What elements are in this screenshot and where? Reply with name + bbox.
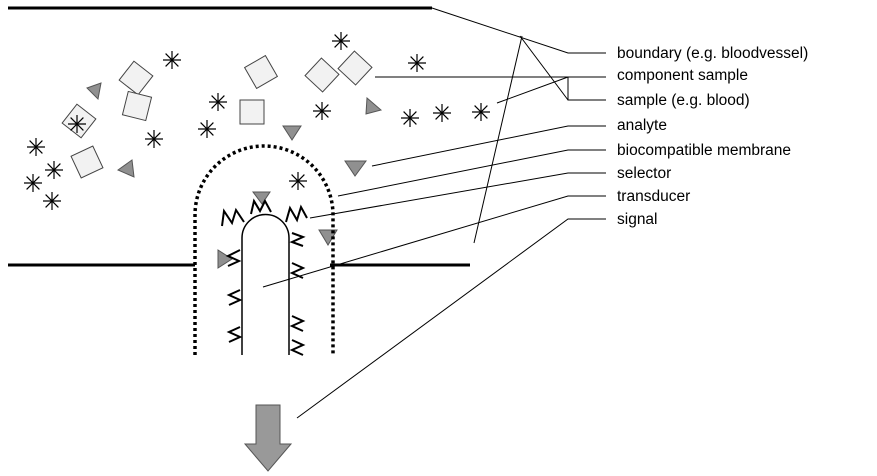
asterisk-mark <box>198 120 216 138</box>
selector-mark <box>226 326 243 343</box>
asterisk-mark <box>401 109 419 127</box>
leader-boundary-branch <box>473 35 523 244</box>
label-selector: selector <box>617 165 672 182</box>
asterisk-mark <box>163 51 181 69</box>
asterisk-mark <box>209 93 227 111</box>
analyte-triangle-bound <box>217 249 233 269</box>
asterisk-mark <box>145 130 163 148</box>
selector-mark <box>250 198 272 215</box>
selector-mark <box>289 339 306 356</box>
transducer-probe <box>241 213 290 355</box>
leader-sample-c <box>519 35 569 101</box>
label-biocompatible-membrane: biocompatible membrane <box>617 142 792 159</box>
component-square <box>239 99 265 125</box>
selector-mark <box>289 262 306 279</box>
analyte-triangle <box>365 96 383 115</box>
selector-mark <box>285 204 308 223</box>
component-square <box>304 57 340 93</box>
analyte-triangle <box>116 159 135 178</box>
asterisk-mark <box>68 115 86 133</box>
asterisk-mark <box>43 192 61 210</box>
component-square <box>70 145 104 179</box>
selector-mark <box>226 289 243 306</box>
analyte-triangle-bound <box>252 191 271 205</box>
leader-sample <box>496 76 569 104</box>
component-square <box>61 103 97 139</box>
asterisk-mark <box>408 54 426 72</box>
component-sample-squares <box>61 50 373 179</box>
leader-boundary <box>431 7 606 54</box>
label-boundary: boundary (e.g. bloodvessel) <box>617 45 809 62</box>
leader-lines <box>262 7 606 419</box>
label-sample: sample (e.g. blood) <box>617 92 750 109</box>
selector-receptors <box>221 198 308 356</box>
selector-mark <box>289 232 306 247</box>
selector-mark <box>289 315 306 332</box>
label-component-sample: component sample <box>617 67 748 84</box>
leader-sample-b <box>567 77 606 101</box>
leader-transducer <box>262 195 606 288</box>
asterisk-mark <box>332 32 350 50</box>
asterisk-mark <box>313 102 331 120</box>
analyte-triangle <box>282 125 302 141</box>
label-analyte: analyte <box>617 117 667 134</box>
asterisk-mark <box>27 138 45 156</box>
analyte-triangles <box>86 82 383 269</box>
leader-membrane <box>337 149 606 197</box>
label-signal: signal <box>617 211 658 228</box>
asterisk-mark <box>24 174 42 192</box>
component-square <box>121 90 153 122</box>
leader-selector <box>309 172 606 219</box>
asterisk-mark <box>472 103 490 121</box>
leader-signal <box>296 218 606 419</box>
signal-arrow <box>243 404 293 472</box>
analyte-triangle <box>344 160 367 177</box>
asterisk-mark <box>289 172 307 190</box>
analyte-triangle <box>86 82 102 101</box>
component-square <box>337 50 373 86</box>
component-square <box>243 54 279 90</box>
component-square <box>118 60 154 96</box>
component-asterisks <box>24 32 490 210</box>
asterisk-mark <box>433 104 451 122</box>
asterisk-mark <box>45 161 63 179</box>
label-transducer: transducer <box>617 188 691 205</box>
selector-mark <box>221 207 245 227</box>
selector-mark <box>225 249 242 267</box>
biocompatible-membrane <box>193 144 335 355</box>
leader-analyte <box>371 125 606 167</box>
